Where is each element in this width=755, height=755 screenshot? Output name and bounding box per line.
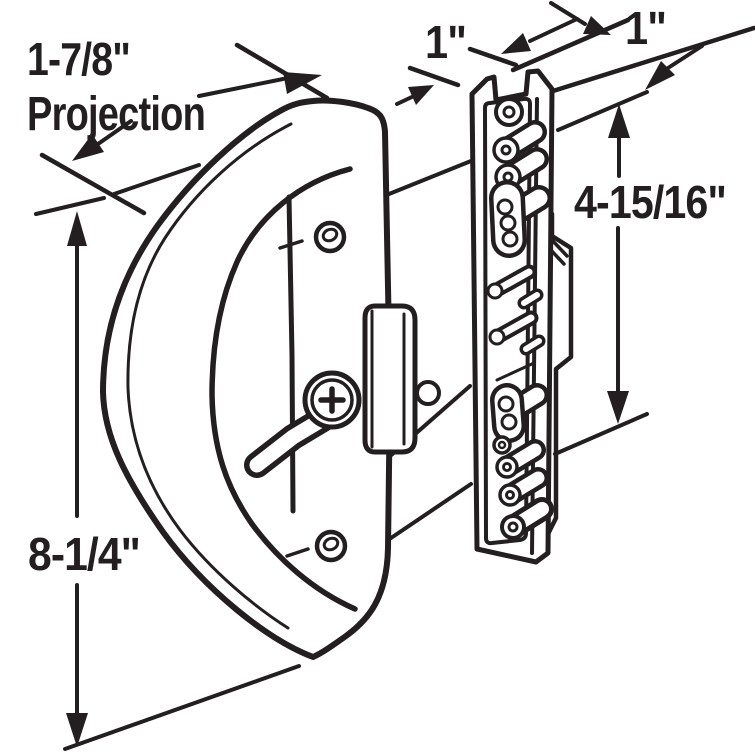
screw-head — [313, 220, 347, 254]
block-hole — [501, 230, 519, 248]
hole — [492, 435, 512, 455]
arrow-shaft — [549, 1, 587, 26]
arrowhead-sw-icon — [72, 134, 104, 161]
lock-lever — [244, 370, 362, 478]
block-hole — [497, 395, 515, 413]
faceplate-inset — [483, 96, 532, 546]
block-hole — [500, 413, 518, 431]
door-edge-line — [389, 482, 473, 540]
arrowhead-ne-icon — [283, 72, 322, 94]
extension-line — [467, 46, 519, 68]
arrow-shaft — [666, 44, 704, 70]
dimension-handle-height: 8-1/4" — [28, 196, 301, 751]
screw-head — [314, 529, 348, 563]
arrowhead-ne-icon — [408, 85, 434, 105]
arrowhead-down-icon — [607, 391, 629, 424]
dimension-lock-height: 4-15/16" — [553, 90, 727, 456]
extension-line — [553, 412, 649, 456]
lock-width-right-label: 1" — [625, 2, 666, 54]
latch-bump — [415, 380, 441, 406]
lock-width-left-label: 1" — [425, 16, 466, 68]
dimension-lock-width-right: 1" — [510, 1, 755, 94]
arrowhead-nw-icon — [645, 61, 675, 90]
divider-line — [495, 361, 536, 382]
extension-line — [112, 163, 201, 196]
roller-hole — [502, 462, 512, 472]
extension-line — [550, 25, 755, 94]
projection-word-label: Projection — [27, 88, 205, 141]
arrow-shaft — [395, 94, 416, 106]
arrow-shaft — [197, 77, 285, 98]
mortise-lock-faceplate — [469, 68, 555, 565]
projection-value-label: 1-7/8" — [27, 33, 130, 85]
extension-line — [510, 17, 631, 73]
top-mounting-screw — [278, 220, 347, 254]
arrow-shaft — [528, 17, 579, 43]
hole-center — [497, 440, 507, 450]
pin-stub-face — [521, 292, 540, 306]
handle-height-label: 8-1/4" — [28, 528, 140, 580]
faceplate-rollers-and-pins — [486, 97, 554, 540]
arrowhead-sw-icon — [501, 33, 531, 54]
roller-hole — [500, 144, 512, 156]
mounting-hole — [494, 97, 524, 127]
screw-slot — [322, 536, 340, 552]
grip-inner-edge — [209, 166, 358, 612]
roller-hole — [505, 490, 515, 500]
pin-end — [486, 282, 504, 300]
arrowhead-up-icon — [67, 211, 87, 246]
handle-assembly — [100, 97, 441, 660]
dimension-lock-width-left: 1" — [395, 16, 579, 106]
roller-end — [492, 136, 520, 164]
door-edge-line — [387, 159, 473, 196]
lever-arm-face — [249, 411, 331, 473]
arrowhead-down-icon — [66, 713, 88, 747]
bottom-mounting-screw — [285, 529, 348, 563]
pin-stub-face — [523, 338, 542, 352]
roller-end — [495, 455, 519, 479]
screw-leader-line — [285, 547, 310, 558]
dimension-projection: 1-7/8" Projection — [27, 33, 330, 216]
extension-line — [63, 664, 301, 751]
roller-end — [500, 514, 526, 540]
screw-slot — [321, 227, 339, 243]
backplate-left-edge — [286, 194, 296, 514]
extension-line — [34, 196, 106, 216]
dimension-annotations: 1-7/8" Projection 8-1/4" 1" — [27, 1, 755, 751]
roller-hole — [507, 521, 519, 533]
extension-line — [39, 152, 147, 216]
block-hole — [499, 214, 517, 232]
screw-leader-line — [278, 239, 304, 250]
arrow-shaft — [96, 119, 133, 146]
flange-hook-line — [549, 237, 569, 258]
pin-end — [488, 328, 506, 346]
mounting-hole-center — [502, 105, 516, 119]
extension-line — [234, 42, 330, 101]
block-hole — [496, 198, 514, 216]
lock-height-label: 4-15/16" — [574, 176, 726, 228]
roller-end — [498, 483, 522, 507]
arrowhead-se-icon — [583, 16, 611, 35]
arrowhead-up-icon — [608, 104, 630, 138]
extension-line — [556, 90, 649, 132]
handle-edge-highlight — [126, 122, 293, 630]
extension-line — [407, 65, 461, 88]
